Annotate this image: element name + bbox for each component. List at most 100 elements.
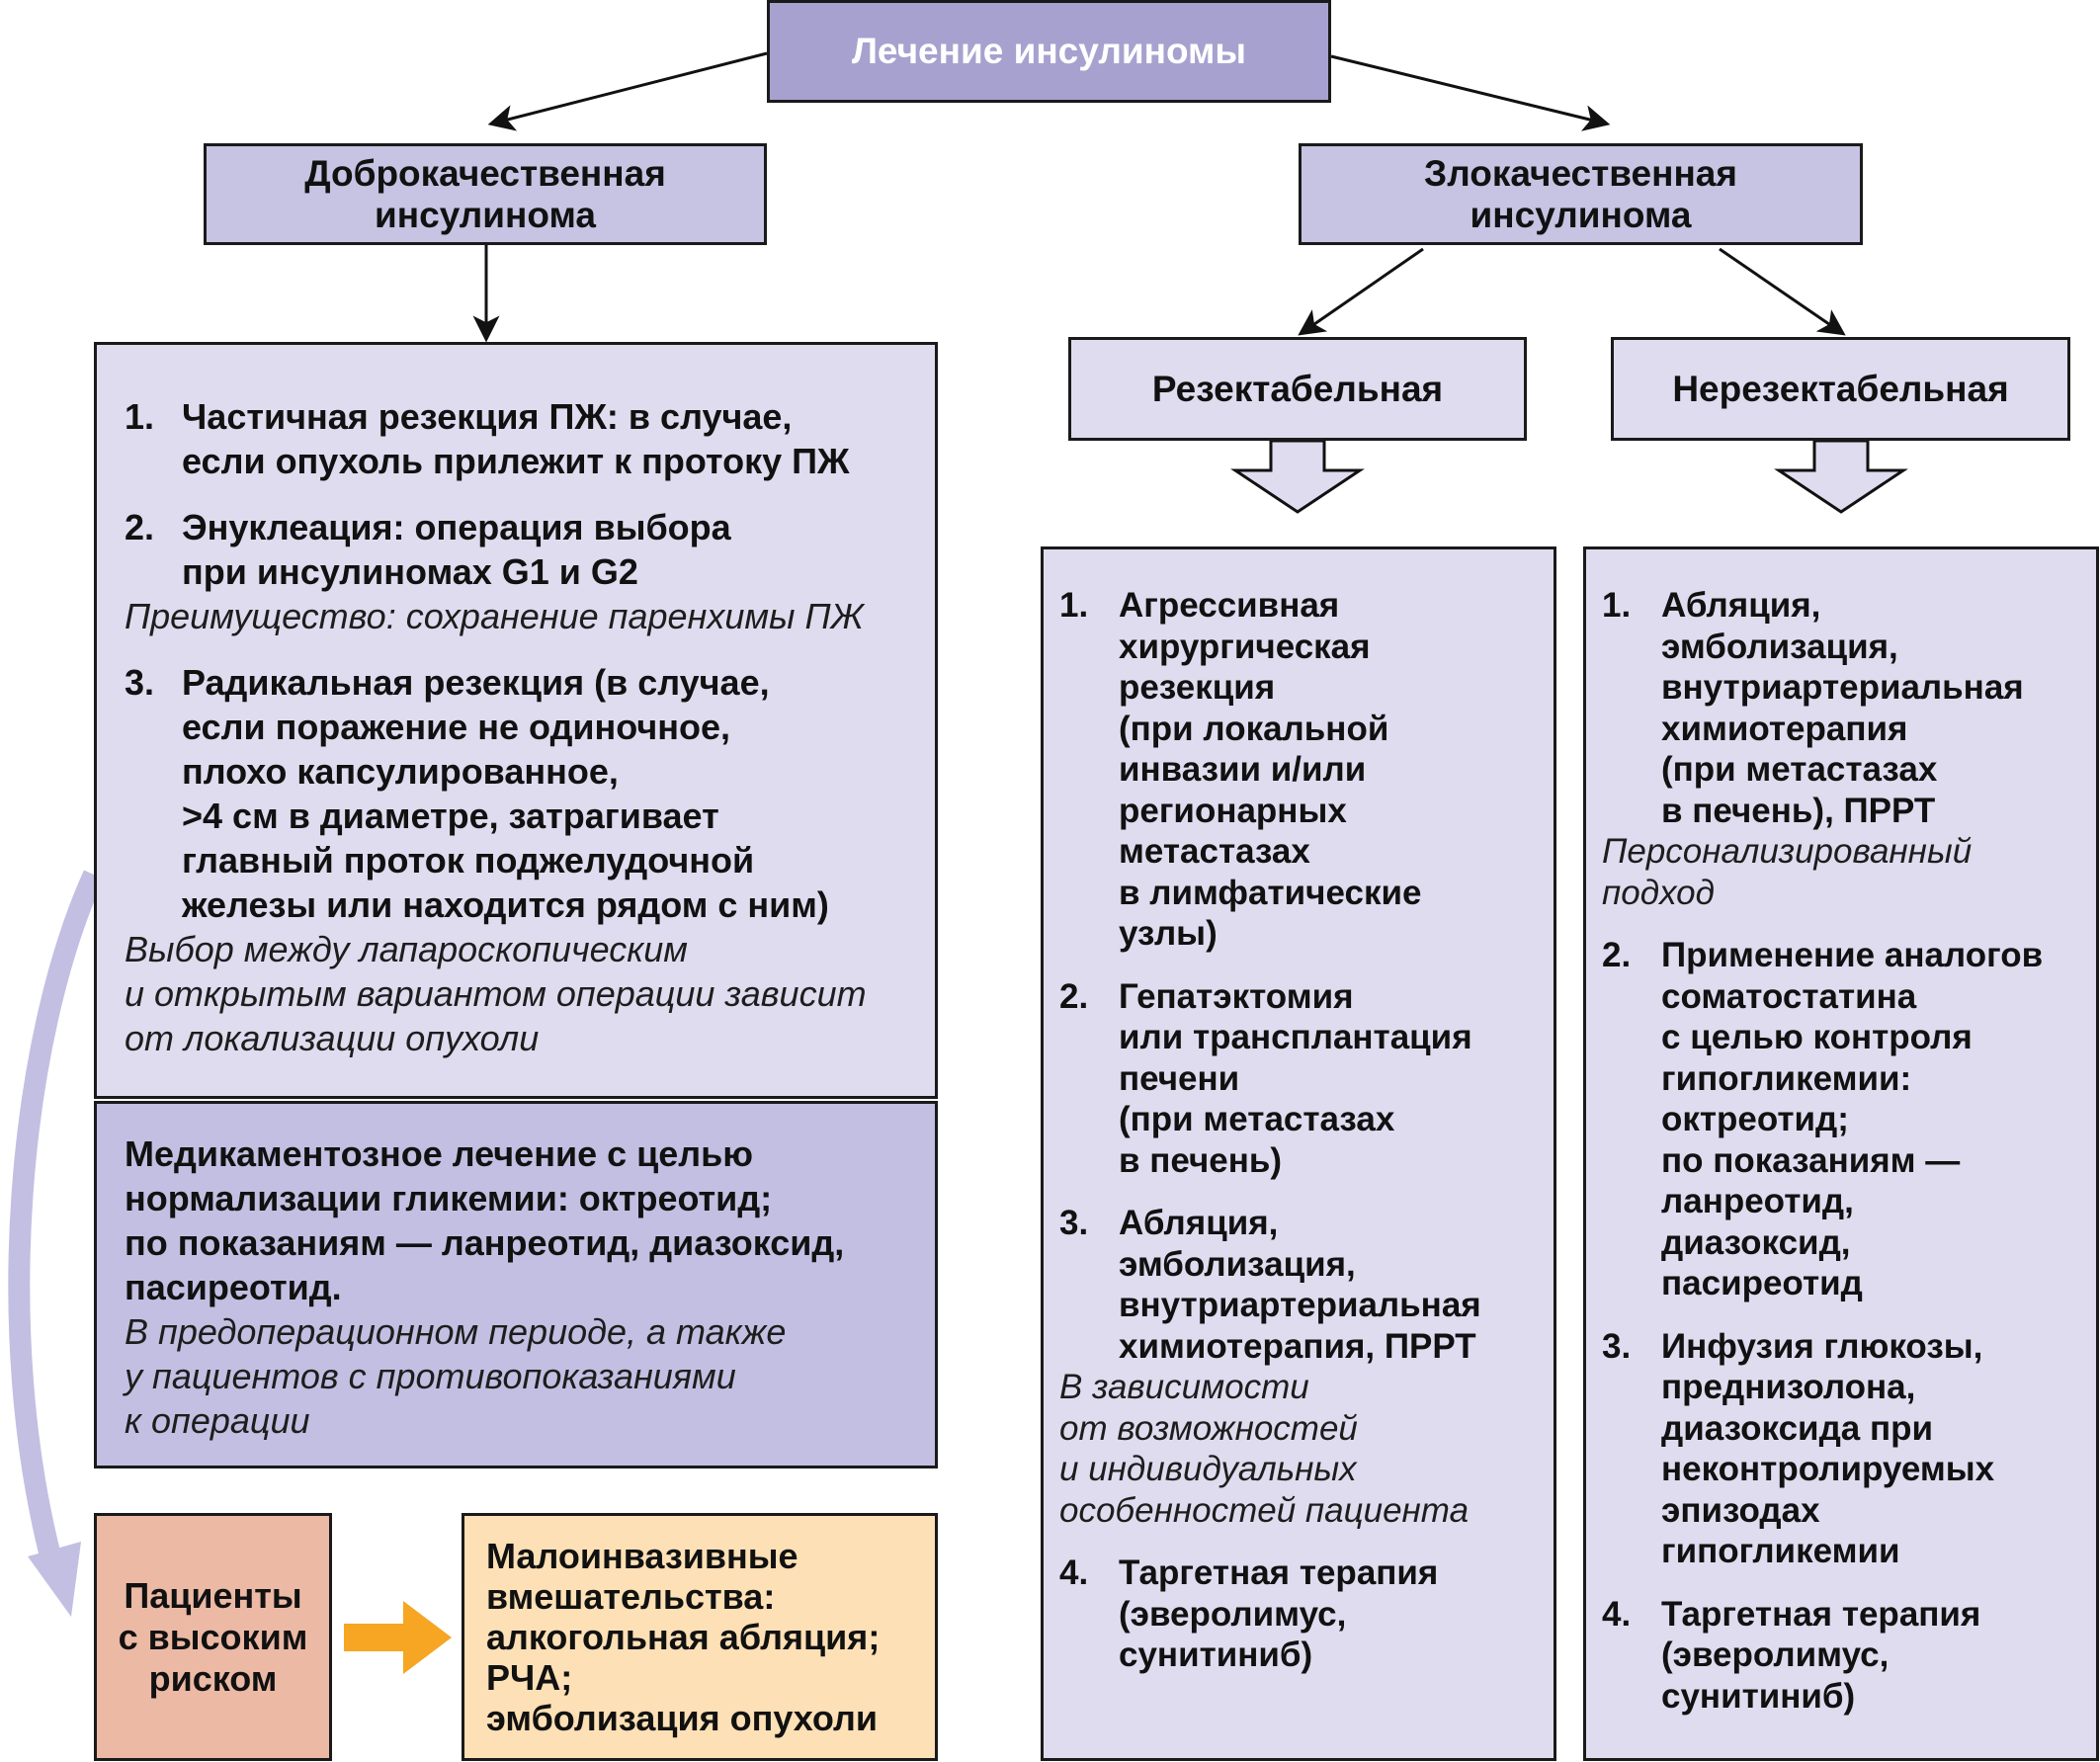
unresectable-header-text: Нерезектабельная: [1672, 368, 2009, 409]
medication-note: у пациентов с противопоказаниями: [125, 1356, 736, 1396]
item-line: печени: [1119, 1058, 1240, 1098]
item-number: 1.: [1059, 586, 1089, 625]
item-line: диазоксида при: [1661, 1408, 1934, 1448]
unresectable-item-1: 1. Абляция, эмболизация, внутриартериаль…: [1602, 585, 2086, 831]
curved-arrow: [8, 870, 105, 1574]
benign-header-line: инсулинома: [375, 194, 596, 235]
item-line: по показаниям —: [1661, 1140, 1961, 1180]
minimally-invasive-line: РЧА;: [486, 1657, 573, 1698]
item-line: (при метастазах: [1661, 750, 1938, 789]
item-number: 4.: [1602, 1594, 1632, 1634]
title-text: Лечение инсулиномы: [851, 31, 1247, 71]
item-line: гипогликемии: [1661, 1532, 1900, 1570]
medication-line: Медикаментозное лечение с целью: [125, 1133, 754, 1174]
resectable-treatment-box: 1. Агрессивная хирургическая резекция (п…: [1041, 546, 1556, 1761]
item-line: Таргетная терапия: [1661, 1594, 1981, 1634]
unresectable-item-4: 4. Таргетная терапия (эверолимус, сунити…: [1602, 1594, 2086, 1718]
item-line: Абляция,: [1661, 586, 1821, 625]
medication-box: Медикаментозное лечение с целью нормализ…: [94, 1101, 938, 1468]
item-note: Персонализированный: [1602, 832, 1973, 871]
medication-line: пасиреотид.: [125, 1267, 342, 1307]
item-line: резекция: [1119, 668, 1276, 707]
benign-item-1: 1. Частичная резекция ПЖ: в случае, если…: [125, 394, 915, 483]
resectable-item-3: 3. Абляция, эмболизация, внутриартериаль…: [1059, 1203, 1544, 1367]
item-number: 3.: [1602, 1326, 1632, 1366]
item-line: сунитиниб): [1661, 1676, 1856, 1716]
item-line: преднизолона,: [1661, 1368, 1916, 1406]
arrow-malignant-to-resectable: [1298, 247, 1424, 336]
item-line: (эверолимус,: [1119, 1594, 1347, 1634]
benign-header-box: Доброкачественная инсулинома: [204, 143, 767, 245]
resectable-header-box: Резектабельная: [1068, 337, 1527, 441]
curved-arrowhead-icon: [28, 1542, 81, 1617]
title-box: Лечение инсулиномы: [767, 0, 1331, 103]
item-number: 1.: [125, 396, 155, 437]
item-line: железы или находится рядом с ним): [182, 884, 829, 925]
item-line: (при метастазах: [1119, 1100, 1395, 1138]
item-line: ланреотид,: [1661, 1182, 1854, 1220]
item-line: (при локальной: [1119, 709, 1389, 748]
item-note: В зависимости: [1059, 1368, 1309, 1406]
item-number: 1.: [1602, 586, 1632, 625]
item-line: метастазах: [1119, 832, 1310, 871]
item-note: особенностей пациента: [1059, 1490, 1470, 1530]
item-note: от возможностей: [1059, 1408, 1358, 1448]
high-risk-box: Пациенты с высоким риском: [94, 1513, 332, 1761]
item-number: 2.: [1602, 936, 1632, 974]
high-risk-line: Пациенты: [124, 1574, 302, 1616]
block-arrow-resectable-icon: [1230, 439, 1365, 514]
unresectable-treatment-box: 1. Абляция, эмболизация, внутриартериаль…: [1583, 546, 2099, 1761]
benign-header-line: Доброкачественная: [304, 152, 666, 194]
item-line: в лимфатические: [1119, 873, 1422, 912]
item-line: неконтролируемых: [1661, 1450, 1995, 1488]
item-line: гипогликемии:: [1661, 1058, 1912, 1098]
item-note: и открытым вариантом операции зависит: [125, 973, 867, 1014]
item-line: химиотерапия, ПРРТ: [1119, 1326, 1476, 1366]
malignant-header-box: Злокачественная инсулинома: [1299, 143, 1863, 245]
benign-item-2: 2. Энуклеация: операция выбора при инсул…: [125, 505, 915, 594]
minimally-invasive-line: Малоинвазивные: [486, 1536, 798, 1576]
unresectable-header-box: Нерезектабельная: [1611, 337, 2070, 441]
item-line: соматостатина: [1661, 976, 1917, 1016]
item-number: 2.: [1059, 976, 1089, 1016]
item-line: Абляция,: [1119, 1204, 1279, 1242]
resectable-item-4: 4. Таргетная терапия (эверолимус, сунити…: [1059, 1552, 1544, 1676]
item-note: подход: [1602, 873, 1715, 912]
item-line: узлы): [1119, 914, 1218, 953]
item-note: Преимущество: сохранение паренхимы ПЖ: [125, 596, 864, 636]
item-line: >4 см в диаметре, затрагивает: [182, 796, 719, 836]
orange-arrow-icon: [344, 1601, 452, 1674]
high-risk-line: риском: [148, 1657, 278, 1699]
arrow-malignant-to-unresectable: [1719, 247, 1846, 336]
item-line: внутриартериальная: [1661, 668, 2024, 707]
minimally-invasive-line: эмболизация опухоли: [486, 1698, 879, 1738]
medication-line: по показаниям — ланреотид, диазоксид,: [125, 1222, 845, 1263]
item-number: 2.: [125, 507, 155, 547]
item-note: от локализации опухоли: [125, 1018, 540, 1058]
item-line: Гепатэктомия: [1119, 976, 1354, 1016]
malignant-header-line: Злокачественная: [1424, 152, 1737, 194]
arrow-title-to-malignant: [1330, 54, 1611, 131]
malignant-header-line: инсулинома: [1470, 194, 1692, 235]
item-line: внутриартериальная: [1119, 1286, 1481, 1324]
item-line: при инсулиномах G1 и G2: [182, 551, 638, 592]
medication-note: В предоперационном периоде, а также: [125, 1311, 787, 1352]
item-number: 3.: [125, 662, 155, 703]
item-line: если опухоль прилежит к протоку ПЖ: [182, 441, 850, 481]
arrow-title-to-benign: [487, 51, 768, 131]
item-line: Применение аналогов: [1661, 936, 2044, 974]
item-line: Агрессивная: [1119, 586, 1340, 625]
item-line: регионарных: [1119, 791, 1347, 830]
minimally-invasive-box: Малоинвазивные вмешательства: алкогольна…: [462, 1513, 938, 1761]
medication-line: нормализации гликемии: октреотид;: [125, 1178, 773, 1218]
unresectable-item-3: 3. Инфузия глюкозы, преднизолона, диазок…: [1602, 1326, 2086, 1572]
item-line: эпизодах: [1661, 1490, 1820, 1530]
item-line: главный проток поджелудочной: [182, 840, 755, 881]
item-line: с целью контроля: [1661, 1018, 1973, 1056]
item-line: эмболизация,: [1119, 1244, 1356, 1284]
benign-treatment-box: 1. Частичная резекция ПЖ: в случае, если…: [94, 342, 938, 1099]
item-line: если поражение не одиночное,: [182, 707, 731, 747]
item-line: пасиреотид: [1661, 1264, 1863, 1302]
item-line: или трансплантация: [1119, 1018, 1472, 1056]
resectable-item-1: 1. Агрессивная хирургическая резекция (п…: [1059, 585, 1544, 955]
